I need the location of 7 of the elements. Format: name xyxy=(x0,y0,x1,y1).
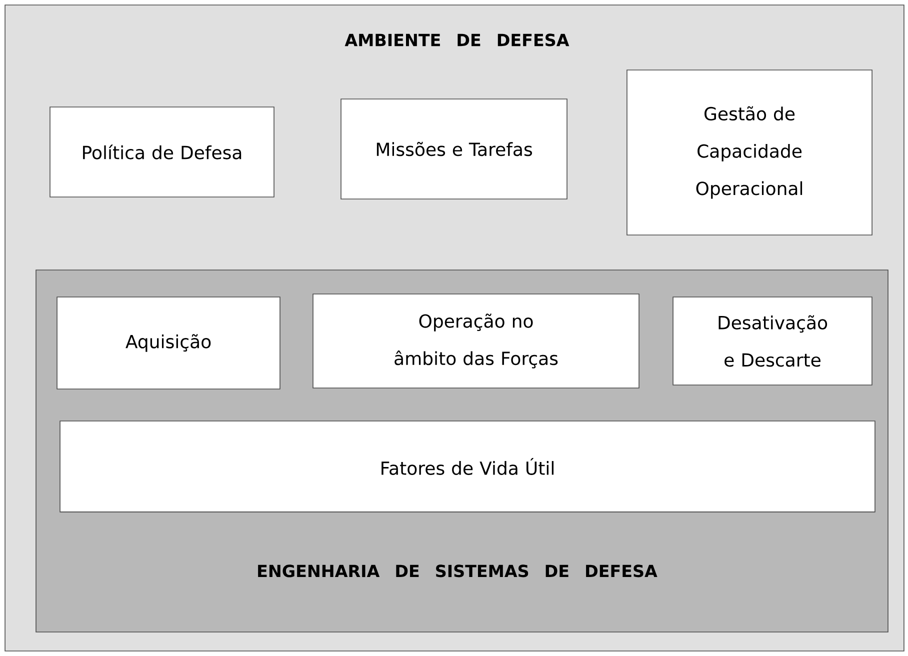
process-box: Desativação e Descarte xyxy=(672,296,872,386)
process-box: Operação no âmbito das Forças xyxy=(312,294,640,388)
process-box: Aquisição xyxy=(56,296,280,390)
process-box: Gestão de Capacidade Operacional xyxy=(626,70,872,236)
process-box: Fatores de Vida Útil xyxy=(60,420,876,512)
process-box: Missões e Tarefas xyxy=(340,98,568,200)
process-box: Política de Defesa xyxy=(50,106,274,198)
